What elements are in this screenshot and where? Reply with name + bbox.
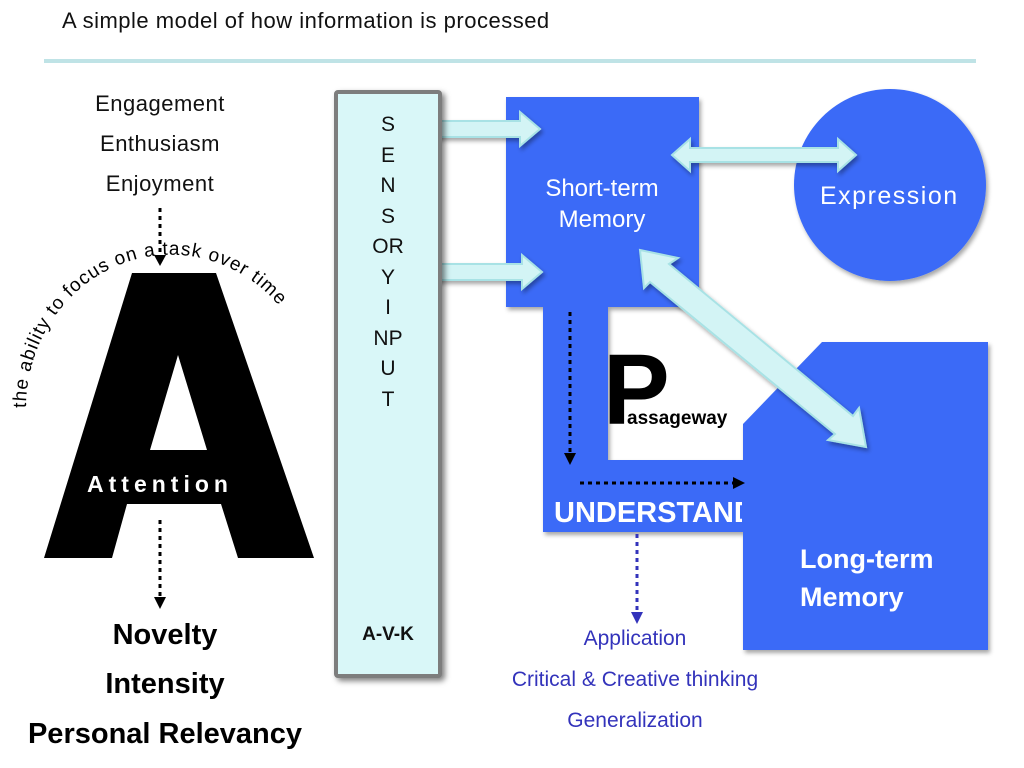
arrow-stm-ltm [638,248,868,449]
stm-line: Short-term [545,175,659,202]
sensory-input-label: S E N S OR Y I NP U T [334,110,442,415]
sensory-letter: I [385,296,391,319]
expression-circle [794,89,986,281]
sensory-letter: S [380,204,395,228]
outcome-item: Critical & Creative thinking [511,668,759,691]
short-term-memory-label: Short-term Memory [506,173,698,235]
sensory-letter: NP [373,326,403,350]
trigger-item: Personal Relevancy [27,718,303,750]
attention-label: Attention [87,471,233,497]
sensory-letter: T [381,387,395,411]
sensory-modes: A-V-K [362,624,414,645]
enabler-item: Engagement [95,91,225,116]
attention-letter-shape [44,273,314,558]
expression-label: Expression [820,182,959,210]
sensory-letter: E [380,143,395,167]
stm-line: Memory [558,206,646,233]
title-divider [44,59,976,63]
passageway-label: assageway [627,408,728,429]
outcomes-list: Application Critical & Creative thinking… [470,618,800,741]
attention-enablers: Engagement Enthusiasm Enjoyment [60,84,260,204]
ltm-line: Long-term [800,544,934,574]
trigger-item: Novelty [112,619,218,651]
sensory-letter: U [380,357,396,380]
page-title: A simple model of how information is pro… [62,8,550,33]
understand-band [543,460,743,532]
attention-triggers: Novelty Intensity Personal Relevancy [0,612,330,758]
sensory-input-box [334,90,442,678]
arrow-stm-expression [670,136,858,174]
sensory-letter: N [380,174,396,197]
ltm-line: Memory [800,582,904,612]
long-term-memory-box [743,342,988,650]
arrow-sensory-to-stm-2 [427,252,544,292]
outcome-item: Generalization [567,709,703,732]
cyan-arrows [423,109,868,449]
sensory-letter: OR [372,235,404,258]
sensory-letter: Y [380,265,395,289]
long-term-memory-label: Long-term Memory [800,540,933,616]
outcome-item: Application [583,627,687,650]
passageway-initial: P [603,334,670,446]
dotted-arrows [154,208,745,624]
enabler-item: Enjoyment [105,171,215,196]
sensory-letter: S [380,113,395,136]
enabler-item: Enthusiasm [100,131,220,156]
trigger-item: Intensity [105,668,225,700]
understand-label: UNDERSTAND [554,497,742,529]
